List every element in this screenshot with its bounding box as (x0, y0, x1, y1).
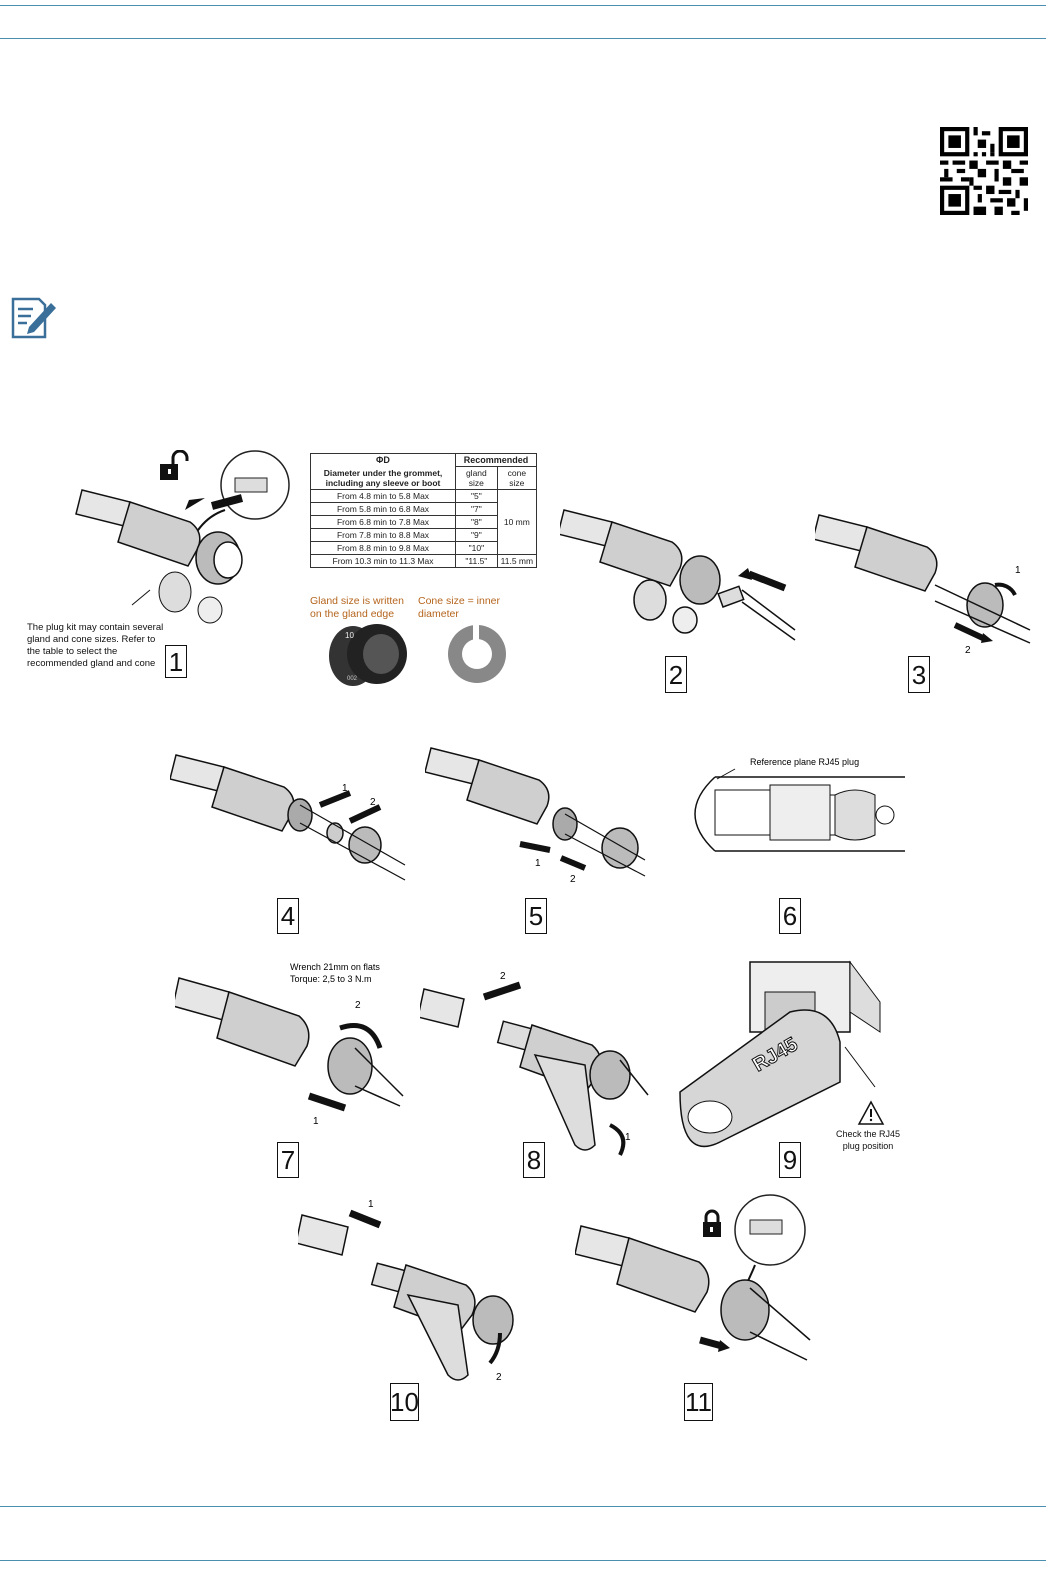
step-3-number: 3 (908, 656, 930, 693)
table-row: From 10.3 min to 11.3 Max"11.5" 11.5 mm (310, 554, 538, 568)
step-4-illustration: 1 2 (170, 754, 406, 881)
gland-mark-text: 10 (345, 631, 354, 640)
phi-label: ΦD (376, 455, 390, 466)
qr-code (940, 127, 1028, 215)
step-3-illustration: 1 2 (815, 514, 1031, 655)
step-10-illustration: 1 2 (298, 1199, 514, 1383)
step-10-number: 10 (390, 1383, 419, 1421)
ref-plane-caption: Reference plane RJ45 plug (750, 757, 859, 767)
table-row: From 5.8 min to 6.8 Max"7" (310, 502, 537, 516)
step-9-illustration: RJ45 (679, 960, 885, 1148)
step-1-illustration (75, 450, 290, 624)
cone-11mm: 11.5 mm (496, 554, 538, 568)
gland-edge-caption: Gland size is written on the gland edge (310, 595, 404, 620)
lock-icon (703, 1209, 721, 1237)
arrow-label-1: 1 (1015, 565, 1021, 576)
cone-photo (448, 623, 506, 683)
arrow-label-1: 1 (368, 1199, 374, 1210)
step-8-illustration: 2 1 (420, 971, 649, 1156)
table-header-diameter: ΦD (310, 453, 456, 467)
step-1-number: 1 (165, 645, 187, 678)
gland-photo: 10 002 (329, 624, 407, 686)
table-header-recommended: Recommended (455, 453, 537, 467)
arrow-label-2: 2 (570, 874, 576, 885)
table-header-cone: cone size (496, 466, 538, 490)
header-rule (0, 38, 1046, 39)
table-row: From 8.8 min to 9.8 Max"10" (310, 541, 537, 555)
table-row: From 4.8 min to 5.8 Max"5" 10 mm (310, 489, 538, 555)
arrow-label-2: 2 (370, 797, 376, 808)
torque-caption: Torque: 2,5 to 3 N.m (290, 974, 372, 984)
step-11-illustration (575, 1194, 811, 1361)
check-rj45-caption: Check the RJ45 plug position (835, 1129, 901, 1151)
step-11-number: 11 (684, 1383, 713, 1421)
arrow-label-1: 1 (535, 858, 541, 869)
arrow-label-1: 1 (313, 1116, 319, 1127)
unlock-icon (160, 450, 189, 480)
arrow-label-1: 1 (625, 1132, 631, 1143)
footer-rule-bottom (0, 1560, 1046, 1561)
note-edit-icon (11, 297, 56, 339)
cone-size-caption: Cone size = inner diameter (418, 595, 501, 620)
arrow-label-1: 1 (342, 783, 348, 794)
step-5-number: 5 (525, 898, 547, 934)
plug-kit-note: The plug kit may contain several gland a… (27, 622, 164, 669)
arrow-label-2: 2 (965, 645, 971, 655)
step-8-number: 8 (523, 1142, 545, 1178)
step-6-number: 6 (779, 898, 801, 934)
step-7-number: 7 (277, 1142, 299, 1178)
cone-mark-text: 002 (347, 676, 358, 682)
warning-icon (857, 1100, 885, 1125)
step-4-number: 4 (277, 898, 299, 934)
header-rule-top (0, 5, 1046, 6)
wrench-caption: Wrench 21mm on flats (290, 962, 380, 972)
step-6-illustration: Reference plane RJ45 plug (694, 757, 905, 852)
step-2-number: 2 (665, 656, 687, 693)
arrow-label-2: 2 (500, 971, 506, 982)
gland-size-table: ΦD Recommended Diameter under the gromme… (310, 453, 538, 568)
step-5-illustration: 1 2 (425, 747, 646, 885)
step-2-illustration (560, 509, 796, 641)
footer-rule (0, 1506, 1046, 1507)
table-header-gland: gland size (455, 466, 498, 490)
arrow-label-2: 2 (496, 1372, 502, 1383)
step-7-illustration: Wrench 21mm on flats Torque: 2,5 to 3 N.… (175, 962, 404, 1127)
step-9-number: 9 (779, 1142, 801, 1178)
cone-10mm: 10 mm (496, 489, 538, 555)
arrow-label-2: 2 (355, 1000, 361, 1011)
table-header-diameter-desc: Diameter under the grommet, including an… (310, 466, 456, 490)
